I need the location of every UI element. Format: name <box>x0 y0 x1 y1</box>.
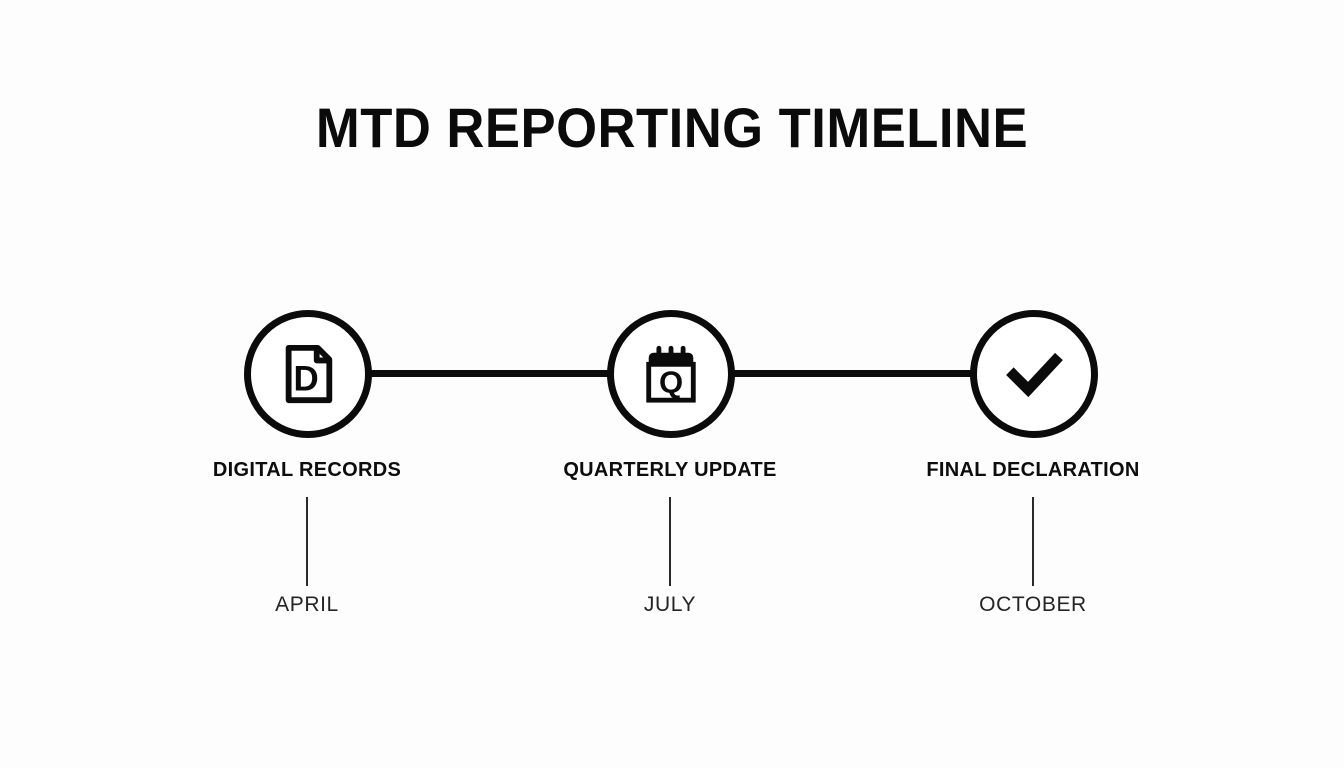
calendar-q-icon: Q <box>646 345 696 403</box>
timeline-tick-3 <box>1032 497 1034 586</box>
timeline-connector-2 <box>731 370 973 377</box>
timeline-node-digital-records[interactable]: D <box>244 310 372 438</box>
node-circle: D <box>244 310 372 438</box>
month-label-july: JULY <box>643 593 697 616</box>
step-label-digital-records: DIGITAL RECORDS <box>212 459 402 481</box>
svg-text:D: D <box>293 359 318 398</box>
timeline-node-final-declaration[interactable] <box>970 310 1098 438</box>
step-label-quarterly-update: QUARTERLY UPDATE <box>563 459 777 481</box>
timeline-node-quarterly-update[interactable]: Q <box>607 310 735 438</box>
svg-text:Q: Q <box>659 364 683 399</box>
timeline-tick-2 <box>669 497 671 586</box>
month-label-april: APRIL <box>275 593 339 616</box>
page-title: MTD REPORTING TIMELINE <box>315 96 1029 159</box>
month-label-october: OCTOBER <box>979 593 1087 616</box>
document-d-icon: D <box>285 344 333 404</box>
node-circle <box>970 310 1098 438</box>
node-circle: Q <box>607 310 735 438</box>
timeline-connector-1 <box>368 370 610 377</box>
timeline-track: D Q <box>244 310 1100 438</box>
step-label-final-declaration: FINAL DECLARATION <box>926 459 1140 481</box>
timeline-tick-1 <box>306 497 308 586</box>
check-icon <box>1006 352 1063 398</box>
